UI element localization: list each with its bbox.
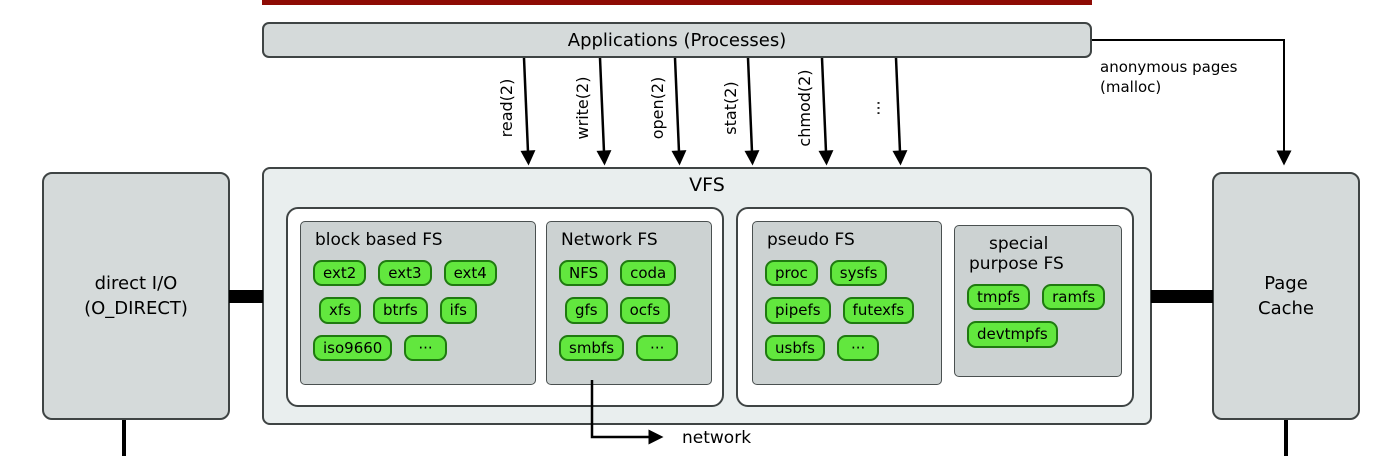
- pill-row: xfs btrfs ifs: [319, 297, 525, 324]
- syscall-label-chmod: chmod(2): [795, 69, 814, 147]
- fs-pill: ext2: [313, 260, 367, 287]
- fs-pill-ellipsis: ···: [836, 334, 880, 361]
- fs-pill: ext3: [378, 260, 432, 287]
- fs-pill: pipefs: [765, 297, 831, 324]
- pill-row: pipefs futexfs: [765, 297, 931, 324]
- fs-pill: tmpfs: [967, 284, 1031, 311]
- syscall-label-read: read(2): [497, 78, 516, 138]
- fs-pill-ellipsis: ···: [404, 334, 447, 361]
- pill-row: devtmpfs: [967, 321, 1111, 348]
- page-cache-line2: Cache: [1258, 298, 1314, 319]
- vfs-inner-left-group: block based FS ext2 ext3 ext4 xfs btrfs …: [286, 207, 724, 407]
- fs-pill: NFS: [559, 260, 609, 287]
- anonymous-pages-line1: anonymous pages: [1100, 58, 1238, 76]
- anonymous-pages-label: anonymous pages (malloc): [1100, 58, 1237, 97]
- special-fs-title: special purpose FS: [969, 234, 1111, 274]
- anonymous-pages-line2: (malloc): [1100, 77, 1162, 96]
- fs-pill: btrfs: [372, 297, 428, 324]
- fs-pill: coda: [620, 260, 677, 287]
- page-cache-box: Page Cache: [1212, 172, 1360, 420]
- vfs-box: VFS block based FS ext2 ext3 ext4 xfs bt…: [262, 167, 1152, 425]
- section-block-based-fs: block based FS ext2 ext3 ext4 xfs btrfs …: [300, 221, 536, 385]
- syscall-arrow-chmod: [818, 57, 834, 166]
- network-fs-title: Network FS: [561, 230, 658, 250]
- fs-pill: proc: [765, 260, 818, 287]
- syscall-arrow-ellipsis: [892, 57, 908, 166]
- pill-row: iso9660 ···: [313, 334, 525, 361]
- syscall-arrow-write: [596, 57, 612, 166]
- pill-row: gfs ocfs: [565, 297, 701, 324]
- pill-row: ext2 ext3 ext4: [313, 260, 525, 287]
- fs-pill: gfs: [565, 297, 608, 324]
- fs-pill: ramfs: [1042, 284, 1106, 311]
- syscall-arrow-stat: [744, 57, 760, 166]
- fs-pill: futexfs: [842, 297, 915, 324]
- syscall-arrow-read: [520, 57, 536, 166]
- fs-pill: devtmpfs: [967, 321, 1058, 348]
- special-fs-title-line2: purpose FS: [969, 254, 1064, 274]
- direct-io-line1: direct I/O: [94, 272, 178, 294]
- cropped-red-title-bar: [262, 0, 1092, 5]
- applications-box: Applications (Processes): [262, 22, 1092, 58]
- pill-row: usbfs ···: [765, 334, 931, 361]
- fs-pill: xfs: [319, 297, 361, 324]
- syscall-label-write: write(2): [573, 76, 592, 140]
- pill-row: proc sysfs: [765, 260, 931, 287]
- pseudo-fs-title: pseudo FS: [767, 230, 855, 250]
- fs-pill: sysfs: [829, 260, 888, 287]
- direct-io-box: direct I/O (O_DIRECT): [42, 172, 230, 420]
- syscall-arrow-open: [671, 57, 687, 166]
- syscall-label-ellipsis: ···: [869, 100, 888, 116]
- section-network-fs: Network FS NFS coda gfs ocfs smbfs ···: [546, 221, 712, 385]
- syscall-label-stat: stat(2): [721, 81, 740, 135]
- fs-pill: iso9660: [313, 334, 393, 361]
- direct-io-vfs-connector: [229, 290, 263, 303]
- block-fs-title: block based FS: [315, 230, 443, 250]
- section-pseudo-fs: pseudo FS proc sysfs pipefs futexfs usbf…: [752, 221, 942, 385]
- pill-row: NFS coda: [559, 260, 701, 287]
- network-label: network: [682, 428, 752, 448]
- applications-label: Applications (Processes): [567, 29, 787, 51]
- fs-pill: usbfs: [765, 334, 825, 361]
- section-special-purpose-fs: special purpose FS tmpfs ramfs devtmpfs: [954, 225, 1122, 377]
- syscall-label-open: open(2): [648, 76, 667, 140]
- fs-pill: smbfs: [559, 334, 625, 361]
- page-cache-line1: Page: [1264, 272, 1308, 294]
- fs-pill: ext4: [443, 260, 497, 287]
- fs-pill-ellipsis: ···: [636, 334, 679, 361]
- vfs-page-cache-connector: [1151, 290, 1213, 303]
- pill-row: tmpfs ramfs: [967, 284, 1111, 311]
- vfs-title: VFS: [689, 174, 725, 196]
- direct-io-line2: (O_DIRECT): [84, 298, 188, 319]
- pill-row: smbfs ···: [559, 334, 701, 361]
- fs-pill: ocfs: [619, 297, 671, 324]
- fs-pill: ifs: [439, 297, 477, 324]
- special-fs-title-line1: special: [989, 234, 1049, 254]
- vfs-inner-right-group: pseudo FS proc sysfs pipefs futexfs usbf…: [736, 207, 1134, 407]
